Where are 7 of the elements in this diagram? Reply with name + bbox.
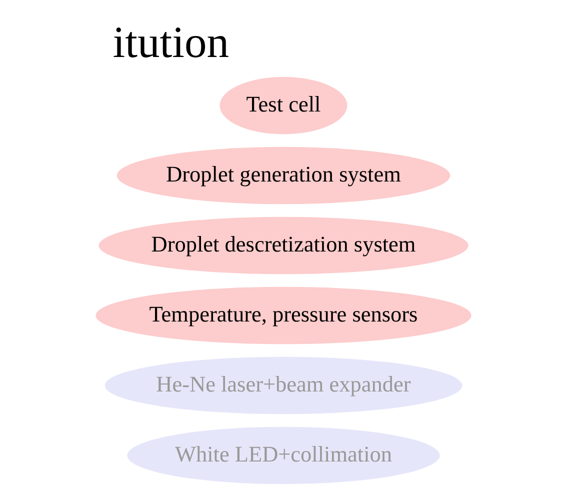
node-ellipse: Test cell [219, 76, 347, 134]
node-ellipse: Temperature, pressure sensors [95, 286, 471, 344]
node-ellipse: Droplet generation system [116, 146, 450, 204]
node-ellipse: He-Ne laser+beam expander [104, 356, 462, 414]
diagram-title: itution [112, 16, 229, 67]
node-ellipse: Droplet descretization system [98, 216, 468, 274]
node-ellipse: White LED+collimation [126, 426, 440, 484]
